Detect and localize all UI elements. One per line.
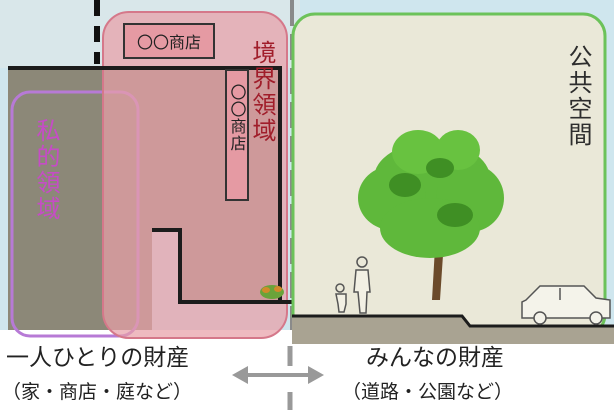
caption-right-sub: （道路・公園など） — [342, 381, 514, 403]
shop-sign-top-box — [123, 23, 215, 59]
shrub-icon — [260, 285, 284, 299]
tree-icon — [358, 130, 504, 300]
car-icon — [521, 285, 611, 325]
child-icon — [335, 283, 347, 313]
caption-right: みんなの財産 — [366, 345, 504, 371]
zone-public-label: 公共空間 — [564, 44, 592, 148]
ground-surface — [292, 316, 614, 344]
zone-boundary-label: 境界領域 — [248, 40, 276, 144]
double-arrow-icon — [232, 346, 324, 410]
shop-sign-vertical: 〇〇商店 — [228, 84, 247, 152]
caption-left: 一人ひとりの財産 — [6, 345, 190, 371]
shop-sign-vertical-box — [225, 69, 249, 201]
building-outline — [8, 66, 282, 304]
caption-left-sub: （家・商店・庭など） — [2, 381, 193, 403]
ground-line — [292, 314, 614, 328]
shop-sign-top: 〇〇商店 — [137, 33, 201, 52]
zone-private-label: 私的領域 — [32, 118, 60, 222]
person-icon — [353, 256, 371, 314]
